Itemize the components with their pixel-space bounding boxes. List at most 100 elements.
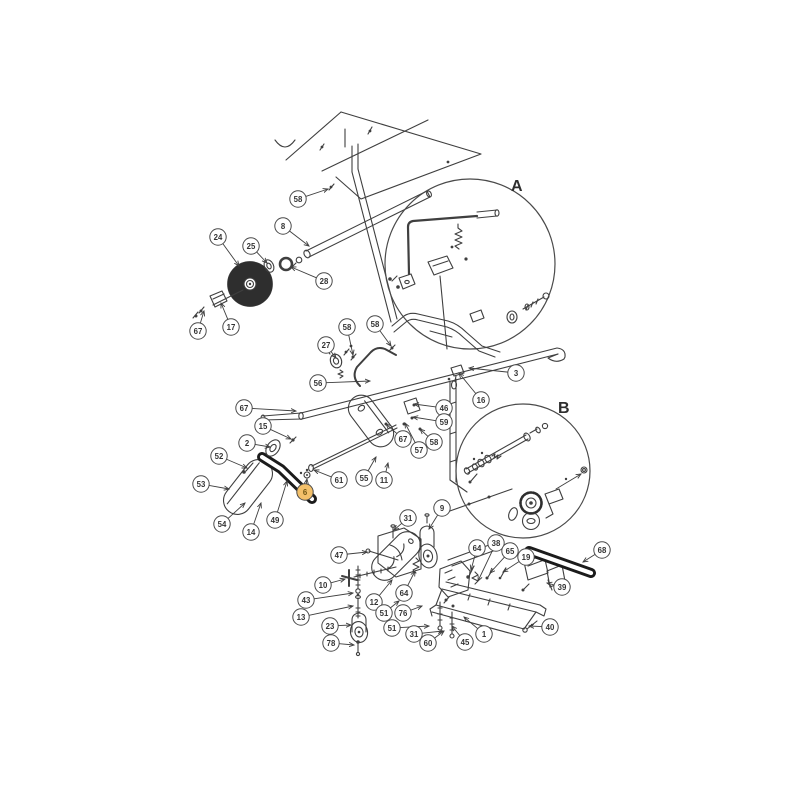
part-balloon-24[interactable]: 24 xyxy=(209,228,227,246)
part-balloon-25[interactable]: 25 xyxy=(242,237,260,255)
part-balloon-64[interactable]: 64 xyxy=(395,584,413,602)
part-balloon-17[interactable]: 17 xyxy=(222,318,240,336)
part-balloon-6-highlighted[interactable]: 6 xyxy=(296,483,314,501)
part-number-label: 49 xyxy=(271,516,280,525)
part-balloon-68[interactable]: 68 xyxy=(593,541,611,559)
leader-line xyxy=(208,484,229,489)
part-balloon-8[interactable]: 8 xyxy=(274,217,292,235)
part-balloon-11[interactable]: 11 xyxy=(375,471,393,489)
leader-line xyxy=(490,556,505,573)
part-balloon-40[interactable]: 40 xyxy=(541,618,559,636)
detail-circle-a xyxy=(384,178,556,350)
part-balloon-2[interactable]: 2 xyxy=(238,434,256,452)
leader-line xyxy=(386,463,388,473)
part-balloon-58[interactable]: 58 xyxy=(338,318,356,336)
part-balloon-15[interactable]: 15 xyxy=(254,417,272,435)
part-balloon-47[interactable]: 47 xyxy=(330,546,348,564)
part-number-label: 64 xyxy=(473,544,482,553)
part-balloon-51[interactable]: 51 xyxy=(375,604,393,622)
detail-view-label-b: B xyxy=(558,400,570,417)
part-balloon-9[interactable]: 9 xyxy=(433,499,451,517)
leader-line xyxy=(276,481,287,513)
part-balloon-31[interactable]: 31 xyxy=(399,509,417,527)
part-number-label: 31 xyxy=(404,514,413,523)
brush-wheel xyxy=(192,256,294,319)
part-balloon-55[interactable]: 55 xyxy=(355,469,373,487)
part-balloon-23[interactable]: 23 xyxy=(321,617,339,635)
part-balloon-27[interactable]: 27 xyxy=(317,336,335,354)
part-number-label: 55 xyxy=(360,474,369,483)
part-balloon-39[interactable]: 39 xyxy=(553,578,571,596)
part-balloon-52[interactable]: 52 xyxy=(210,447,228,465)
part-balloon-12[interactable]: 12 xyxy=(365,593,383,611)
part-balloon-53[interactable]: 53 xyxy=(192,475,210,493)
part-number-label: 58 xyxy=(371,320,380,329)
part-balloon-1[interactable]: 1 xyxy=(475,625,493,643)
part-number-label: 53 xyxy=(197,480,206,489)
detail-view-label-a: A xyxy=(511,178,523,195)
leader-line xyxy=(330,579,345,584)
mid-frame xyxy=(260,312,566,493)
part-balloon-58[interactable]: 58 xyxy=(425,433,443,451)
leader-line xyxy=(291,267,317,279)
part-balloon-58[interactable]: 58 xyxy=(289,190,307,208)
part-balloon-49[interactable]: 49 xyxy=(266,511,284,529)
leader-line xyxy=(410,606,422,611)
leader-line xyxy=(314,470,332,478)
part-balloon-38[interactable]: 38 xyxy=(487,534,505,552)
part-balloon-64[interactable]: 64 xyxy=(468,539,486,557)
part-balloon-67[interactable]: 67 xyxy=(394,430,412,448)
leader-line xyxy=(464,617,479,630)
leader-line xyxy=(420,429,429,437)
part-balloon-3[interactable]: 3 xyxy=(507,364,525,382)
part-balloon-60[interactable]: 60 xyxy=(419,634,437,652)
part-balloon-76[interactable]: 76 xyxy=(394,604,412,622)
part-number-label: 27 xyxy=(322,341,331,350)
part-balloon-10[interactable]: 10 xyxy=(314,576,332,594)
part-balloon-56[interactable]: 56 xyxy=(309,374,327,392)
part-number-label: 31 xyxy=(410,630,419,639)
hopper-panels xyxy=(274,111,482,323)
leader-line xyxy=(367,457,376,472)
part-balloon-58[interactable]: 58 xyxy=(366,315,384,333)
leader-line xyxy=(326,381,370,383)
part-number-label: 58 xyxy=(343,323,352,332)
part-balloon-45[interactable]: 45 xyxy=(456,633,474,651)
part-number-label: 28 xyxy=(320,277,329,286)
part-balloon-54[interactable]: 54 xyxy=(213,515,231,533)
part-balloon-19[interactable]: 19 xyxy=(517,548,535,566)
part-balloon-57[interactable]: 57 xyxy=(410,441,428,459)
leader-lines xyxy=(199,189,596,645)
part-number-label: 65 xyxy=(506,547,515,556)
part-balloon-13[interactable]: 13 xyxy=(292,608,310,626)
part-number-label: 17 xyxy=(227,323,236,332)
part-balloon-78[interactable]: 78 xyxy=(322,634,340,652)
part-balloon-67[interactable]: 67 xyxy=(235,399,253,417)
part-balloon-51[interactable]: 51 xyxy=(383,619,401,637)
part-balloon-14[interactable]: 14 xyxy=(242,523,260,541)
part-number-label: 11 xyxy=(380,476,389,485)
leader-line xyxy=(379,330,391,346)
leader-line xyxy=(429,514,439,529)
part-number-label: 67 xyxy=(240,404,249,413)
part-balloon-67[interactable]: 67 xyxy=(189,322,207,340)
leader-line xyxy=(199,311,204,324)
part-number-label: 47 xyxy=(335,551,344,560)
part-balloon-65[interactable]: 65 xyxy=(501,542,519,560)
part-balloon-43[interactable]: 43 xyxy=(297,591,315,609)
leader-line xyxy=(414,404,436,408)
part-number-label: 61 xyxy=(335,476,344,485)
part-balloon-31[interactable]: 31 xyxy=(405,625,423,643)
part-balloon-16[interactable]: 16 xyxy=(472,391,490,409)
part-number-label: 64 xyxy=(400,589,409,598)
caster-assemblies xyxy=(341,513,438,657)
leader-line xyxy=(306,479,307,484)
part-balloon-61[interactable]: 61 xyxy=(330,471,348,489)
leader-line xyxy=(314,593,353,600)
part-balloon-59[interactable]: 59 xyxy=(435,413,453,431)
cropped-balloon-arc xyxy=(274,139,296,148)
part-number-label: 9 xyxy=(440,504,445,513)
part-balloon-28[interactable]: 28 xyxy=(315,272,333,290)
leader-line xyxy=(221,303,229,320)
